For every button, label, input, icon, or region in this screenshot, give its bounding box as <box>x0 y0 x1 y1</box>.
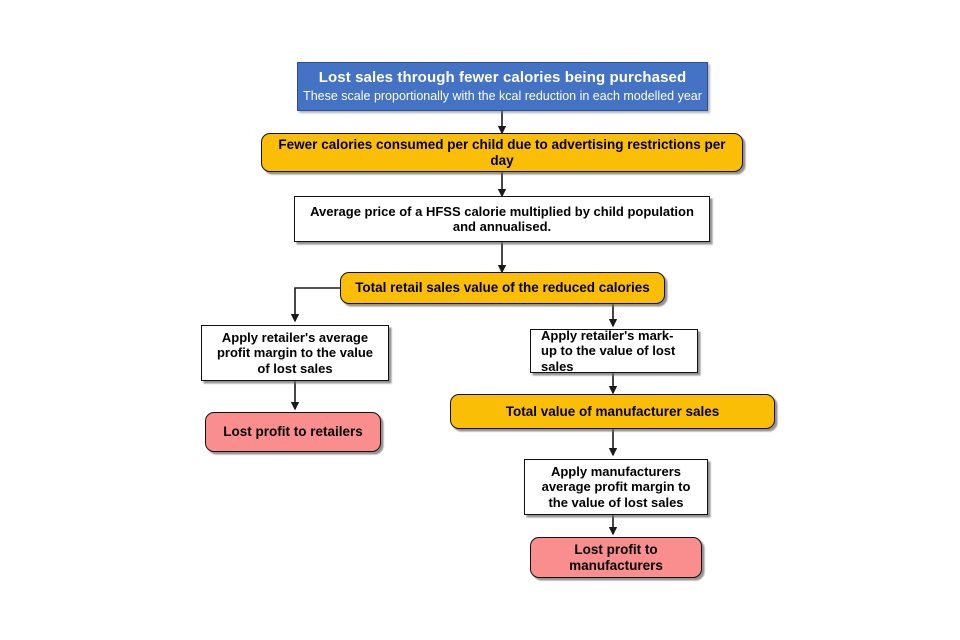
node-lost-profit-retailers[interactable]: Lost profit to retailers <box>205 412 381 452</box>
node-total-retail-sales-value-label: Total retail sales value of the reduced … <box>355 280 650 296</box>
node-lost-profit-manufacturers-label: Lost profit to manufacturers <box>569 541 663 573</box>
node-total-retail-sales-value[interactable]: Total retail sales value of the reduced … <box>340 272 665 304</box>
node-lost-sales-header-heading: Lost sales through fewer calories being … <box>318 69 687 87</box>
node-fewer-calories[interactable]: Fewer calories consumed per child due to… <box>261 133 743 172</box>
node-lost-sales-header-subheading: These scale proportionally with the kcal… <box>303 88 702 103</box>
node-lost-profit-retailers-label: Lost profit to retailers <box>223 424 363 440</box>
node-average-price[interactable]: Average price of a HFSS calorie multipli… <box>294 196 710 242</box>
node-apply-retailer-markup-label: Apply retailer's mark-up to the value of… <box>541 328 676 374</box>
node-apply-retailer-profit-margin[interactable]: Apply retailer's average profit margin t… <box>201 325 389 381</box>
node-total-manufacturer-sales-label: Total value of manufacturer sales <box>505 403 720 419</box>
node-apply-retailer-markup[interactable]: Apply retailer's mark-up to the value of… <box>530 328 698 374</box>
node-apply-manufacturer-profit-margin[interactable]: Apply manufacturers average profit margi… <box>524 459 708 515</box>
node-total-manufacturer-sales[interactable]: Total value of manufacturer sales <box>450 394 775 429</box>
node-lost-profit-manufacturers[interactable]: Lost profit to manufacturers <box>530 537 702 578</box>
node-fewer-calories-label: Fewer calories consumed per child due to… <box>278 136 726 168</box>
node-apply-manufacturer-profit-margin-label: Apply manufacturers average profit margi… <box>541 464 691 510</box>
node-lost-sales-header[interactable]: Lost sales through fewer calories being … <box>297 62 708 111</box>
node-apply-retailer-profit-margin-label: Apply retailer's average profit margin t… <box>216 330 373 376</box>
node-average-price-label: Average price of a HFSS calorie multipli… <box>310 203 694 234</box>
edge-total-retail-to-retailer-margin <box>290 287 340 323</box>
